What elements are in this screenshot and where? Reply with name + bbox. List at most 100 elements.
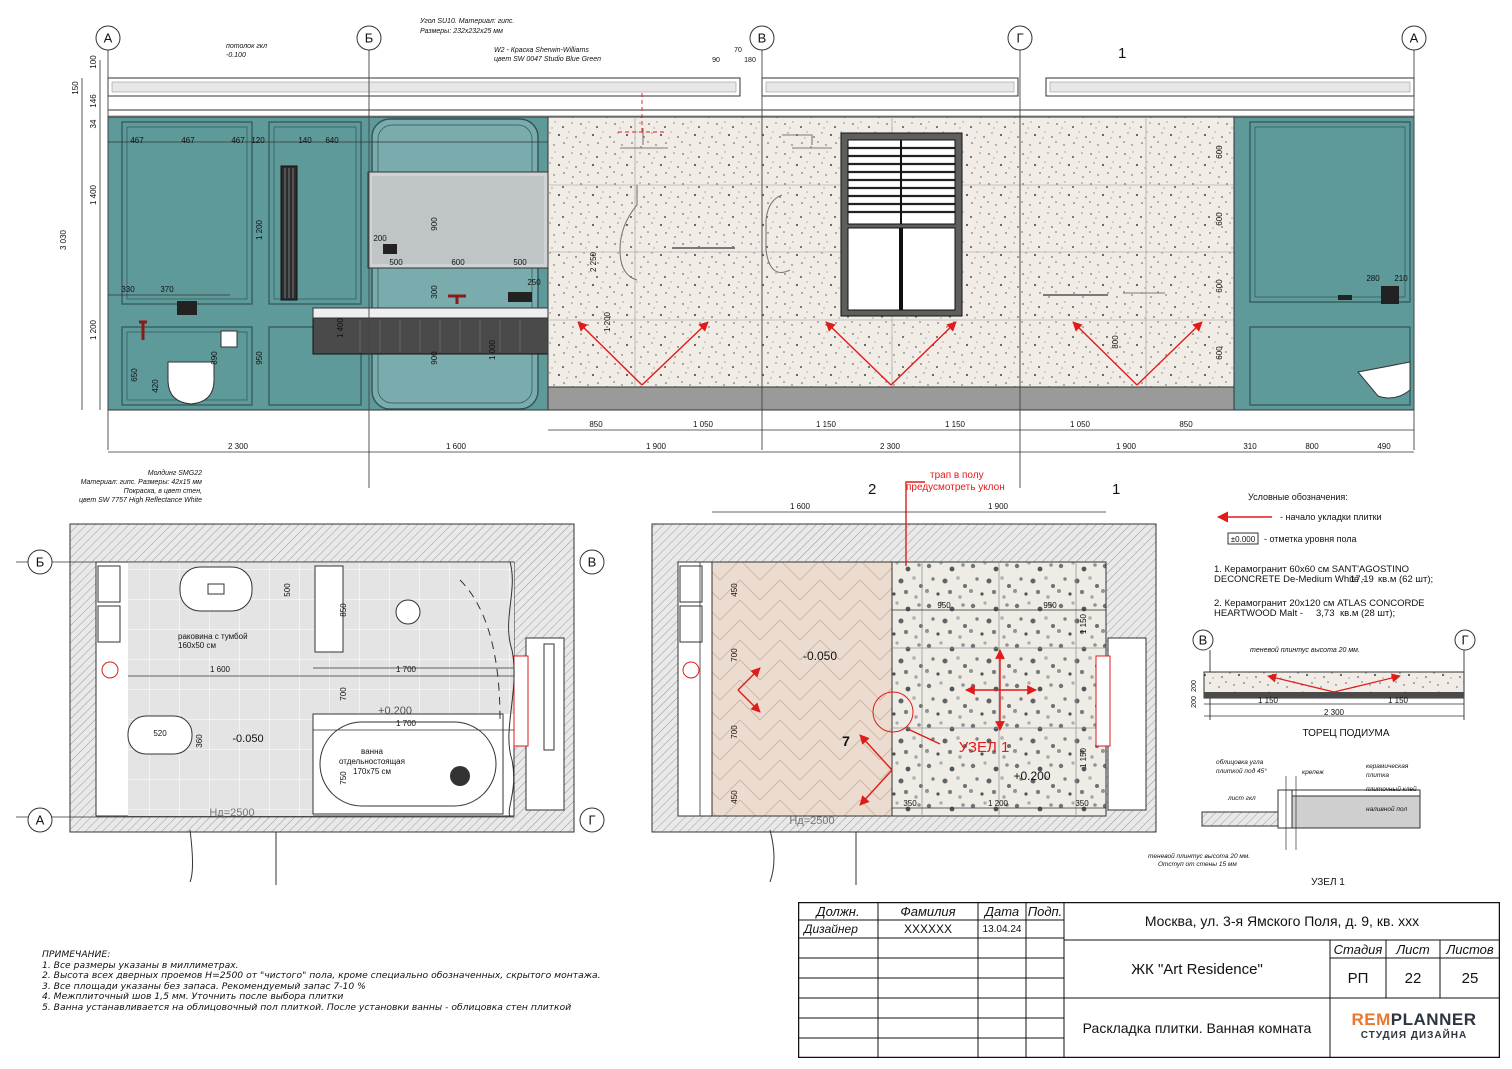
drawing-label: -0.050 bbox=[232, 733, 263, 745]
stage-header: Стадия bbox=[1333, 941, 1383, 957]
drawing-label: ±0.000 bbox=[1231, 535, 1256, 544]
drawing-label: облицовка угла bbox=[1216, 758, 1264, 766]
podium-section bbox=[1203, 650, 1465, 720]
axis-label: Г bbox=[588, 813, 595, 828]
floor-plan-right bbox=[651, 481, 1157, 885]
drawing-label: 180 bbox=[744, 57, 756, 64]
axis-bubble bbox=[1454, 629, 1476, 651]
drawing-label: плиткой под 45° bbox=[1216, 767, 1267, 775]
drawing-label: 200 bbox=[1191, 696, 1198, 708]
drawing-label: 1 050 bbox=[1070, 420, 1091, 429]
brand-rem: REM bbox=[1351, 1010, 1391, 1029]
drawing-label: -0.050 bbox=[803, 649, 837, 663]
axis-bubble bbox=[1401, 25, 1427, 51]
drawing-label: 490 bbox=[1377, 442, 1391, 451]
drawing-label: Угол SU10. Материал: гипс. bbox=[419, 18, 514, 25]
drawing-label: 1 150 bbox=[1258, 696, 1279, 705]
drawing-label: Отступ от стены 15 мм bbox=[1158, 861, 1237, 868]
drawing-label: теневой плинтус высота 20 мм. bbox=[1250, 646, 1360, 654]
sheet-header: Лист bbox=[1396, 941, 1430, 957]
drawing-label: 600 bbox=[1215, 346, 1224, 360]
drawing-label: 1 150 bbox=[1079, 613, 1088, 634]
drawing-label: 1 700 bbox=[396, 665, 417, 674]
axis-bubble bbox=[27, 549, 53, 575]
sheet-title: Раскладка плитки. Ванная комната bbox=[1082, 1020, 1312, 1036]
drawing-label: 600 bbox=[1215, 279, 1224, 293]
address: Москва, ул. 3-я Ямского Поля, д. 9, кв. … bbox=[1144, 913, 1420, 929]
drawing-label: 800 bbox=[1305, 442, 1319, 451]
drawing-label: 7 bbox=[842, 733, 850, 749]
note-item-4: 4. Межплиточный шов 1,5 мм. Уточнить пос… bbox=[42, 991, 344, 1003]
drawing-label: 1 bbox=[1118, 45, 1126, 62]
header-date: Дата bbox=[984, 903, 1020, 919]
header-surname: Фамилия bbox=[900, 903, 956, 919]
drawing-label: 467 bbox=[130, 136, 144, 145]
axis-bubble bbox=[27, 807, 53, 833]
drawing-label: 1 150 bbox=[945, 420, 966, 429]
drawing-label: предусмотреть уклон bbox=[906, 482, 1005, 493]
drawing-label: 140 bbox=[298, 136, 312, 145]
elevation-dimensions bbox=[81, 60, 1414, 453]
drawing-label: крепеж bbox=[1302, 769, 1324, 776]
drawing-label: 370 bbox=[160, 285, 174, 294]
drawing-label: -0.100 bbox=[226, 52, 246, 59]
drawing-label: 700 bbox=[730, 725, 739, 739]
drawing-label: 1 200 bbox=[988, 799, 1009, 808]
drawing-label: Покраска, в цвет стен, bbox=[124, 488, 202, 495]
drawing-label: DECONCRETE De-Medium White - bbox=[1214, 574, 1365, 585]
drawing-label: 200 bbox=[373, 234, 387, 243]
drawing-label: 160х50 см bbox=[178, 641, 216, 650]
drawing-label: 120 bbox=[251, 136, 265, 145]
axis-bubble bbox=[95, 25, 121, 51]
drawing-label: 450 bbox=[730, 790, 739, 804]
drawing-label: 2 300 bbox=[880, 442, 901, 451]
drawing-label: 450 bbox=[730, 583, 739, 597]
drawing-label: цвет SW 0047 Studio Blue Green bbox=[494, 56, 601, 63]
drawing-label: HEARTWOOD Malt - bbox=[1214, 608, 1303, 619]
axis-bubble bbox=[749, 25, 775, 51]
drawing-label: 1 900 bbox=[988, 502, 1009, 511]
note-item-2: 2. Высота всех дверных проемов Н=2500 от… bbox=[42, 970, 601, 982]
brand-planner: PLANNER bbox=[1390, 1010, 1477, 1029]
drawing-label: 350 bbox=[1075, 799, 1089, 808]
drawing-label: 1 400 bbox=[336, 317, 345, 338]
drawing-label: 170х75 см bbox=[353, 767, 391, 776]
header-role: Должн. bbox=[816, 903, 860, 919]
drawing-label: 210 bbox=[1394, 274, 1408, 283]
drawing-label: керамическая bbox=[1366, 763, 1409, 770]
axis-bubble bbox=[579, 807, 605, 833]
drawing-label: +0.200 bbox=[1013, 769, 1050, 783]
drawing-label: 640 bbox=[325, 136, 339, 145]
axis-label: А bbox=[36, 813, 45, 828]
drawing-label: 1 150 bbox=[1388, 696, 1409, 705]
drawing-label: 1. Керамогранит 60х60 см SANT'AGOSTINO bbox=[1214, 564, 1409, 575]
axis-label: Б bbox=[36, 555, 45, 570]
drawing-label: УЗЕЛ 1 bbox=[959, 739, 1010, 756]
drawing-label: 2 bbox=[868, 481, 876, 498]
drawing-label: 1 900 bbox=[1116, 442, 1137, 451]
drawing-label: 300 bbox=[430, 285, 439, 299]
drawing-label: ванна bbox=[361, 747, 383, 756]
drawing-label: 3,73 bbox=[1316, 608, 1335, 619]
brand-logo: REMPLANNER СТУДИЯ ДИЗАЙНА bbox=[1346, 1010, 1482, 1041]
wall-elevation bbox=[107, 50, 1415, 488]
drawing-label: 70 bbox=[734, 47, 742, 54]
drawing-label: 1 600 bbox=[210, 665, 231, 674]
drawing-label: 520 bbox=[153, 729, 167, 738]
drawing-label: 900 bbox=[430, 351, 439, 365]
drawing-label: Размеры: 232х232х25 мм bbox=[420, 28, 503, 35]
axis-bubble bbox=[579, 549, 605, 575]
drawing-label: 360 bbox=[195, 734, 204, 748]
drawing-label: Нд=2500 bbox=[209, 807, 254, 819]
drawing-label: +0.200 bbox=[378, 705, 412, 717]
drawing-label: УЗЕЛ 1 bbox=[1311, 877, 1345, 888]
drawing-label: теневой плинтус высота 20 мм. bbox=[1148, 852, 1250, 860]
drawing-label: Условные обозначения: bbox=[1248, 492, 1348, 502]
drawing-label: 700 bbox=[730, 648, 739, 662]
drawing-label: 150 bbox=[71, 81, 80, 95]
drawing-label: 890 bbox=[210, 351, 219, 365]
drawing-label: 1 150 bbox=[1079, 747, 1088, 768]
drawing-label: 2 300 bbox=[228, 442, 249, 451]
drawing-label: 2 300 bbox=[1324, 708, 1345, 717]
